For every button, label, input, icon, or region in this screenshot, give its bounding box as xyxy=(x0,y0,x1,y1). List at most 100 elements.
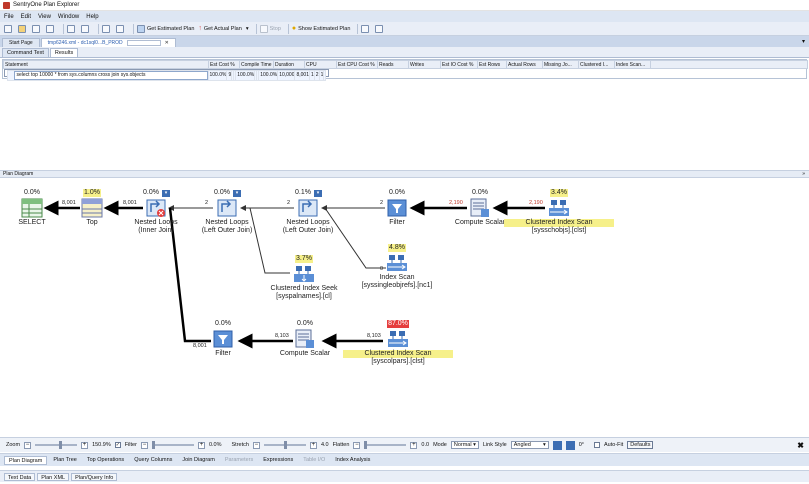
filter-plus-button[interactable]: + xyxy=(197,441,205,449)
tab-dropdown-icon[interactable]: ▾ xyxy=(801,39,805,45)
close-icon[interactable]: ✖ xyxy=(797,440,804,450)
get-actual-plan-button[interactable]: ↑Get Actual Plan▾ xyxy=(198,25,249,32)
tab-command-text[interactable]: Command Text xyxy=(2,48,49,57)
table-cell[interactable] xyxy=(256,70,260,81)
menu-view[interactable]: View xyxy=(38,13,51,20)
filter-icon xyxy=(213,330,233,348)
column-header[interactable]: Est CPU Cost % xyxy=(336,60,378,69)
column-header[interactable]: CPU xyxy=(304,60,337,69)
tab-expressions[interactable]: Expressions xyxy=(263,456,294,463)
table-row[interactable]: select top 10000 * from sys.columns cros… xyxy=(3,69,330,81)
auto-fit-checkbox[interactable] xyxy=(594,442,600,448)
layout-icon[interactable] xyxy=(361,24,371,33)
tab-query-columns[interactable]: Query Columns xyxy=(134,456,173,463)
column-header[interactable]: Statement xyxy=(3,60,209,69)
plan-node-select[interactable]: 0.0% SELECT xyxy=(0,189,87,227)
plan-node-filter-bottom[interactable]: 0.0% Filter xyxy=(168,320,278,358)
plan-node-clustered-index-scan-bottom[interactable]: 87.0% Clustered Index Scan [syscolpars].… xyxy=(343,320,453,366)
plan-node-index-scan[interactable]: 4.8% Index Scan [syssingleobjrefs].[nc1] xyxy=(342,244,452,290)
zoom-out-button[interactable]: − xyxy=(24,441,32,449)
stop-button[interactable]: Stop xyxy=(259,24,281,33)
table-cell[interactable]: 100.0% xyxy=(207,70,228,81)
filter-minus-button[interactable]: − xyxy=(140,441,148,449)
column-header[interactable]: Compile Time xyxy=(239,60,274,69)
flatten-slider[interactable] xyxy=(364,441,407,449)
mode-select[interactable]: Normal ▾ xyxy=(450,441,479,449)
tab-plan-file[interactable]: tmp6246.xml - dc1sql0...B_PROD ✕ xyxy=(40,38,176,47)
tab-index-analysis[interactable]: Index Analysis xyxy=(335,456,371,463)
tab-plan-xml[interactable]: Plan XML xyxy=(37,472,70,481)
column-header[interactable]: Est Cost % xyxy=(208,60,240,69)
filter-checkbox[interactable]: ✓ xyxy=(114,442,121,448)
get-estimated-plan-button[interactable]: Get Estimated Plan xyxy=(137,24,194,33)
column-header[interactable]: Clustered I... xyxy=(578,60,615,69)
plan-node-compute-scalar-top[interactable]: 0.0% Compute Scalar xyxy=(425,189,535,227)
tab-table-io[interactable]: Table I/O xyxy=(303,456,326,463)
expand-icon[interactable]: ▾ xyxy=(161,190,170,197)
plan-node-nested-loops-outer-1[interactable]: 0.0% ▾ Nested Loops (Left Outer Join) xyxy=(172,189,282,235)
column-header[interactable]: Duration xyxy=(273,60,305,69)
column-header[interactable]: Est IO Cost % xyxy=(440,60,478,69)
save-all-icon[interactable] xyxy=(46,24,56,33)
tab-parameters[interactable]: Parameters xyxy=(224,456,254,463)
filter-slider[interactable] xyxy=(151,441,194,449)
rotate-right-icon[interactable] xyxy=(565,440,575,450)
link-style-select[interactable]: Angled ▾ xyxy=(510,441,549,449)
zoom-in-button[interactable]: + xyxy=(81,441,89,449)
column-header[interactable]: Missing Jo... xyxy=(542,60,579,69)
stretch-minus-button[interactable]: − xyxy=(252,441,260,449)
stretch-slider[interactable] xyxy=(263,441,306,449)
column-header[interactable]: Reads xyxy=(377,60,409,69)
window-icon[interactable] xyxy=(375,24,385,33)
plan-node-filter-top[interactable]: 0.0% Filter xyxy=(342,189,452,227)
open-icon[interactable] xyxy=(18,24,28,33)
outdent-icon[interactable] xyxy=(116,24,126,33)
defaults-button[interactable]: Defaults xyxy=(627,441,654,449)
chevron-down-icon[interactable]: ▾ xyxy=(245,25,249,32)
indent-icon[interactable] xyxy=(102,24,112,33)
menu-file[interactable]: File xyxy=(4,13,14,20)
column-header[interactable]: Actual Rows xyxy=(506,60,543,69)
column-header[interactable]: Est Rows xyxy=(477,60,507,69)
tab-plan-query-info[interactable]: Plan/Query Info xyxy=(71,472,118,481)
expand-icon[interactable]: ▾ xyxy=(232,190,241,197)
menu-window[interactable]: Window xyxy=(57,13,80,20)
plan-node-top[interactable]: 1.0% Top xyxy=(37,189,147,227)
save-icon[interactable] xyxy=(32,24,42,33)
stretch-plus-button[interactable]: + xyxy=(309,441,317,449)
menu-help[interactable]: Help xyxy=(86,13,99,20)
table-cell[interactable] xyxy=(233,70,237,81)
plan-node-clustered-index-seek[interactable]: 3.7% Clustered Index Seek [syspalnames].… xyxy=(249,255,359,301)
plan-node-clustered-index-scan-top[interactable]: 3.4% Clustered Index Scan [sysschobjs].[… xyxy=(504,189,614,235)
menu-edit[interactable]: Edit xyxy=(20,13,32,20)
flatten-plus-button[interactable]: + xyxy=(410,441,418,449)
plan-diagram-canvas[interactable]: 8,001 8,001 2 2 2 2,190 2,190 0 8,001 8,… xyxy=(0,178,809,434)
column-header[interactable]: Index Scan... xyxy=(614,60,651,69)
zoom-slider[interactable] xyxy=(35,441,78,449)
tab-top-operations[interactable]: Top Operations xyxy=(86,456,125,463)
statement-cell[interactable]: select top 10000 * from sys.columns cros… xyxy=(6,70,209,81)
expand-icon[interactable]: ▾ xyxy=(313,190,322,197)
tab-plan-tree[interactable]: Plan Tree xyxy=(53,456,77,463)
plan-node-nested-loops-inner[interactable]: 0.0% ▾ Nested Loops (Inner Join) xyxy=(101,189,211,235)
plan-node-nested-loops-outer-2[interactable]: 0.1% ▾ Nested Loops (Left Outer Join) xyxy=(253,189,363,235)
table-cell[interactable]: 10,000 xyxy=(277,70,296,81)
tab-start-page[interactable]: Start Page xyxy=(2,38,40,47)
tab-results[interactable]: Results xyxy=(49,48,79,57)
table-cell[interactable]: 100.0% xyxy=(235,70,256,81)
table-cell[interactable]: 8,001 xyxy=(294,70,310,81)
tab-text-data[interactable]: Text Data xyxy=(4,472,36,481)
column-header[interactable]: Writes xyxy=(408,60,441,69)
copy-icon[interactable] xyxy=(67,24,77,33)
tab-plan-diagram[interactable]: Plan Diagram xyxy=(4,455,48,465)
rotate-left-icon[interactable] xyxy=(552,440,562,450)
paste-icon[interactable] xyxy=(81,24,91,33)
show-estimated-plan-button[interactable]: ●Show Estimated Plan xyxy=(291,25,351,32)
close-icon[interactable]: ✕ xyxy=(164,40,169,46)
new-icon[interactable] xyxy=(4,24,14,33)
flatten-minus-button[interactable]: − xyxy=(353,441,361,449)
plan-node-compute-scalar-bottom[interactable]: 0.0% Compute Scalar xyxy=(250,320,360,358)
tab-join-diagram[interactable]: Join Diagram xyxy=(182,456,215,463)
collapse-icon[interactable]: » xyxy=(802,171,805,177)
table-cell[interactable]: 100.0% xyxy=(258,70,279,81)
